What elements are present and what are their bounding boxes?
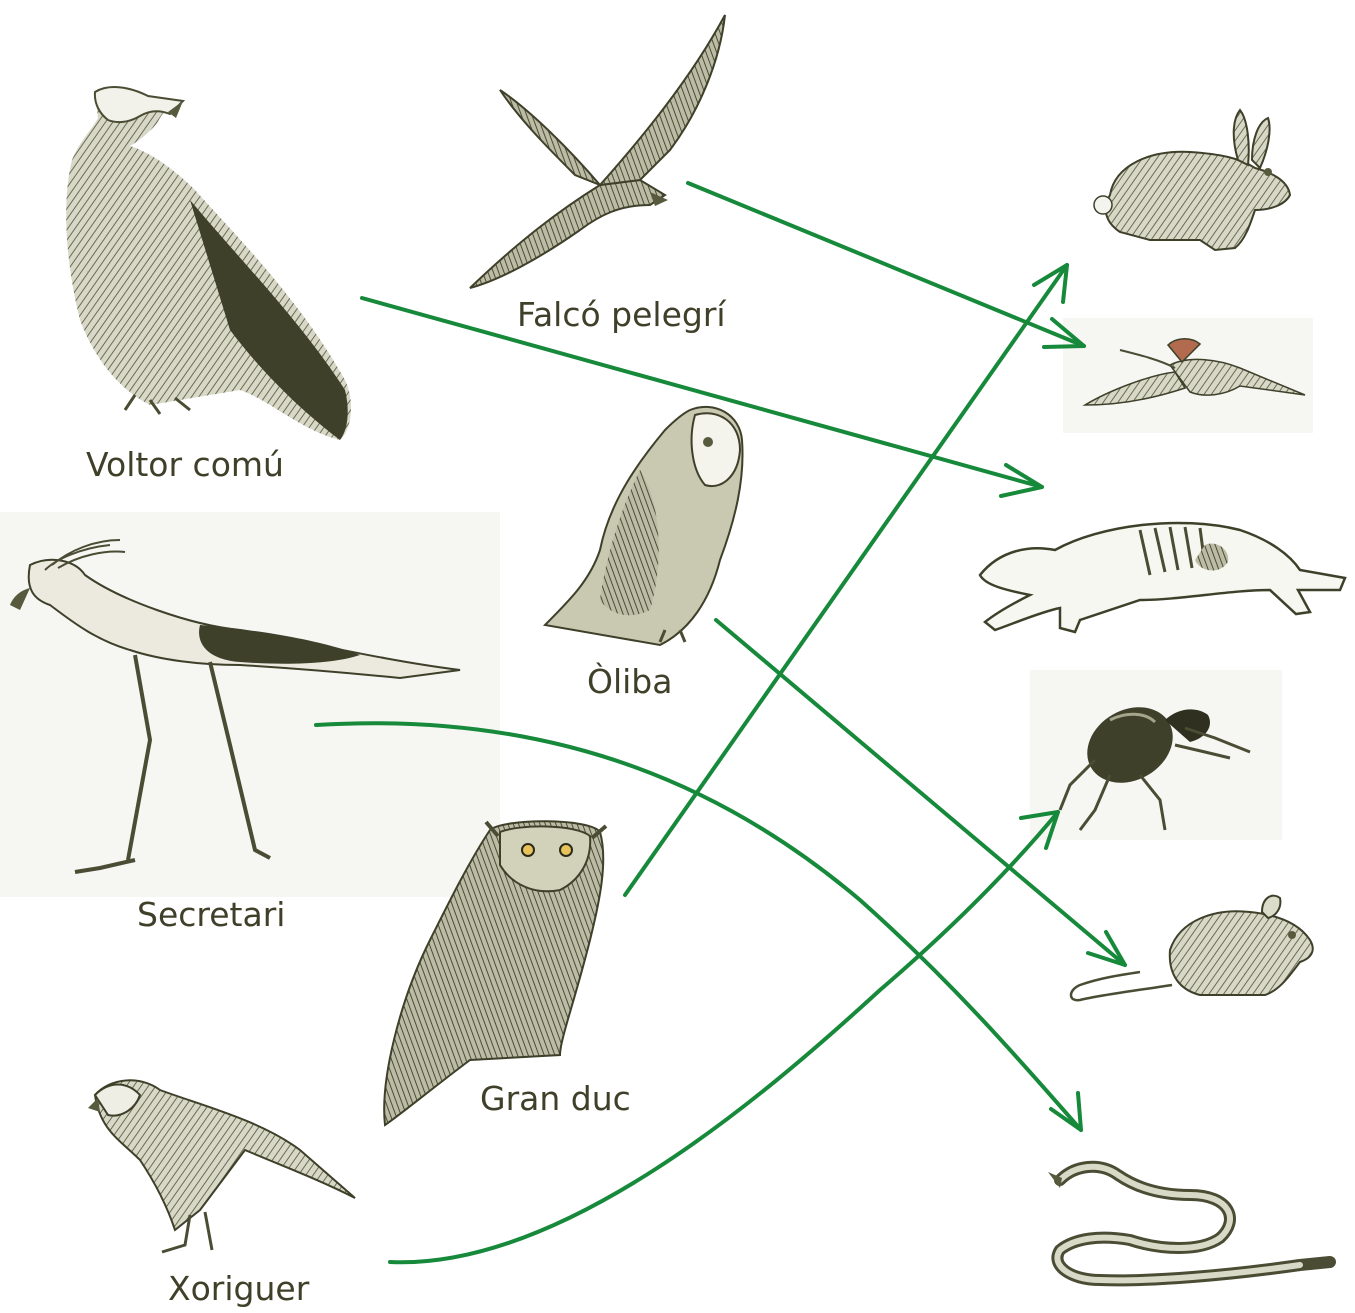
falcon-icon	[470, 15, 725, 288]
label-gran-duc: Gran duc	[480, 1082, 631, 1115]
snake-icon	[1048, 1167, 1330, 1281]
barn-owl-icon	[545, 407, 743, 645]
label-xoriguer: Xoriguer	[168, 1272, 309, 1305]
label-voltor-comu: Voltor comú	[86, 448, 284, 481]
vulture-icon	[66, 87, 351, 440]
arrow-falco-to-bird	[688, 183, 1084, 346]
label-secretari: Secretari	[137, 898, 285, 931]
label-oliba: Òliba	[587, 665, 672, 698]
carcass-icon	[980, 523, 1345, 632]
label-falco-pelegri: Falcó pelegrí	[517, 298, 726, 331]
kestrel-icon	[88, 1080, 355, 1252]
rabbit-icon	[1094, 110, 1290, 250]
